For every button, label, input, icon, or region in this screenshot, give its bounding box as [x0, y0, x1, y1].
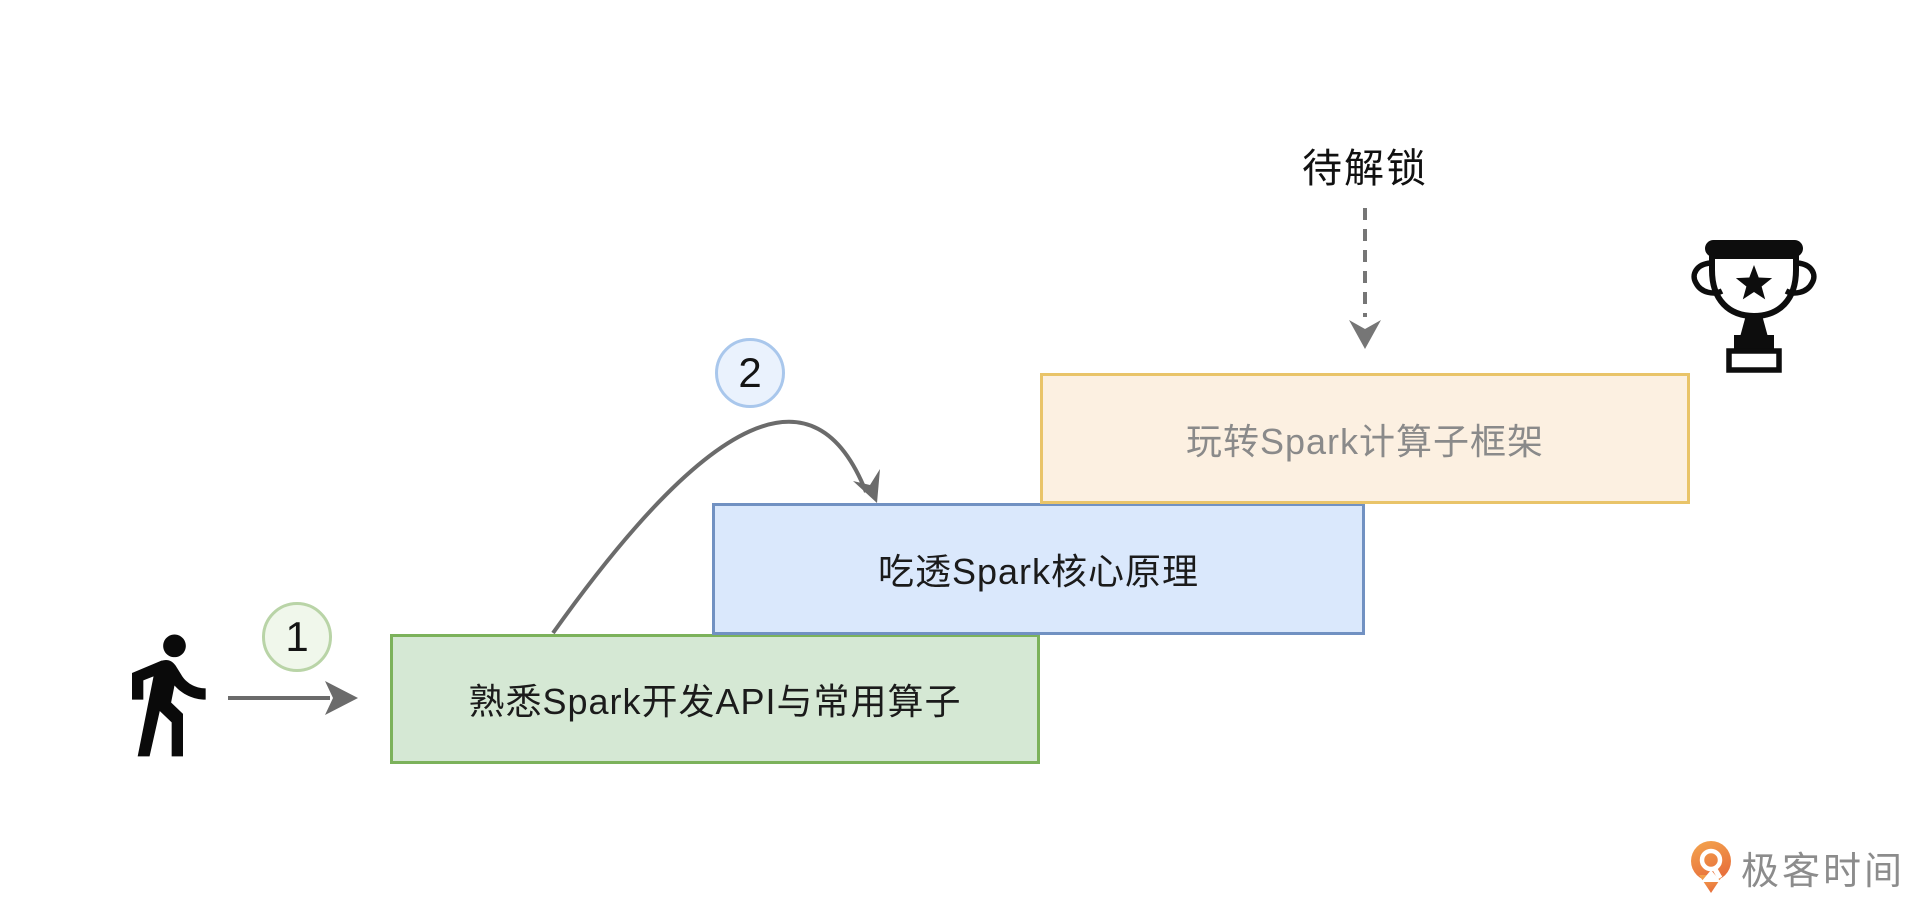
geektime-logo-text: 极客时间 — [1741, 851, 1906, 893]
step-1-label: 熟悉Spark开发API与常用算子 — [468, 681, 962, 722]
geektime-logo-icon — [1691, 840, 1731, 893]
badge-2-label: 2 — [738, 349, 762, 396]
step-box-2: 吃透Spark核心原理 — [712, 503, 1365, 635]
geektime-logo: 极客时间 — [1690, 840, 1905, 895]
arrow-unlock-to-step3 — [1349, 208, 1381, 349]
trophy-icon — [1691, 240, 1817, 373]
trophy-star — [1735, 265, 1773, 300]
step-number-badge-1: 1 — [262, 602, 332, 672]
step-2-label: 吃透Spark核心原理 — [877, 551, 1200, 592]
arrow-start-to-step1 — [228, 681, 358, 715]
unlock-annotation: 待解锁 — [1302, 147, 1428, 191]
step-box-1: 熟悉Spark开发API与常用算子 — [390, 634, 1040, 764]
step-box-3-locked: 玩转Spark计算子框架 — [1040, 373, 1690, 504]
walking-person-icon — [132, 634, 206, 757]
badge-1-label: 1 — [285, 613, 309, 660]
step-3-label: 玩转Spark计算子框架 — [1185, 420, 1545, 462]
step-number-badge-2: 2 — [715, 338, 785, 408]
